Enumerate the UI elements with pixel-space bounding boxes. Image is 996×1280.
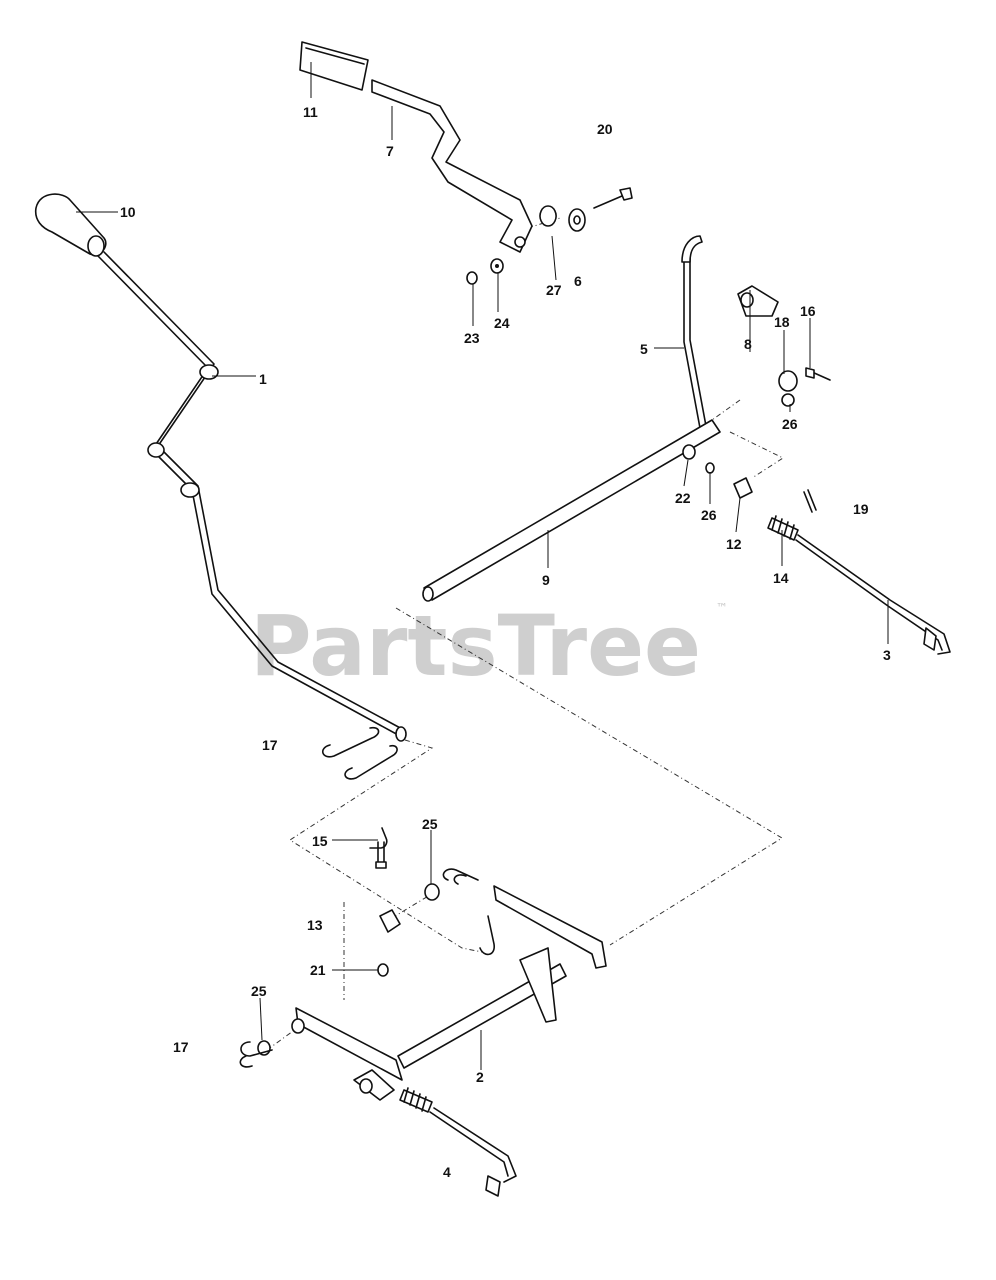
pedal-arm-part: [371, 79, 533, 253]
bushing-hardware: [539, 187, 633, 232]
cross-shaft-part: [422, 419, 721, 602]
callout-17-lower: 17: [173, 1039, 189, 1055]
callout-23: 23: [464, 330, 480, 346]
nut-21: [377, 963, 389, 977]
callout-22: 22: [675, 490, 691, 506]
callout-12: 12: [726, 536, 742, 552]
callout-10: 10: [120, 204, 136, 220]
callout-3: 3: [883, 647, 891, 663]
callout-5: 5: [640, 341, 648, 357]
washer-clip-upper: [379, 868, 479, 933]
pin-part: [369, 827, 388, 869]
callout-4: 4: [443, 1164, 451, 1180]
callout-27: 27: [546, 282, 562, 298]
leader-lines: [76, 62, 889, 1070]
callouts: 11 7 20 10 27 6 23 24 1 5 8 18 16 26 22 …: [120, 104, 891, 1180]
lower-shaft-assembly: [291, 885, 607, 1101]
callout-20: 20: [597, 121, 613, 137]
watermark-trademark: ™: [716, 601, 728, 615]
callout-25-lower: 25: [251, 983, 267, 999]
callout-26-upper: 26: [782, 416, 798, 432]
callout-19: 19: [853, 501, 869, 517]
callout-14: 14: [773, 570, 789, 586]
callout-17-upper: 17: [262, 737, 278, 753]
callout-6: 6: [574, 273, 582, 289]
cable-assembly-upper: [733, 477, 951, 655]
callout-8: 8: [744, 336, 752, 352]
washer-clip-lower: [239, 1040, 273, 1068]
callout-18: 18: [774, 314, 790, 330]
nut-washer: [466, 258, 504, 285]
callout-13: 13: [307, 917, 323, 933]
callout-21: 21: [310, 962, 326, 978]
callout-26-lower: 26: [701, 507, 717, 523]
callout-2: 2: [476, 1069, 484, 1085]
shift-grip-part: [34, 193, 107, 257]
callout-25-upper: 25: [422, 816, 438, 832]
callout-16: 16: [800, 303, 816, 319]
callout-7: 7: [386, 143, 394, 159]
callout-24: 24: [494, 315, 510, 331]
callout-9: 9: [542, 572, 550, 588]
watermark-text: PartsTree: [250, 597, 701, 695]
callout-11: 11: [303, 104, 318, 120]
link-rod-part: [681, 235, 707, 429]
hairpin-clip-upper: [322, 726, 398, 780]
cable-assembly-lower: [399, 1087, 517, 1197]
callout-1: 1: [259, 371, 267, 387]
pedal-pad-part: [299, 41, 369, 91]
callout-15: 15: [312, 833, 328, 849]
